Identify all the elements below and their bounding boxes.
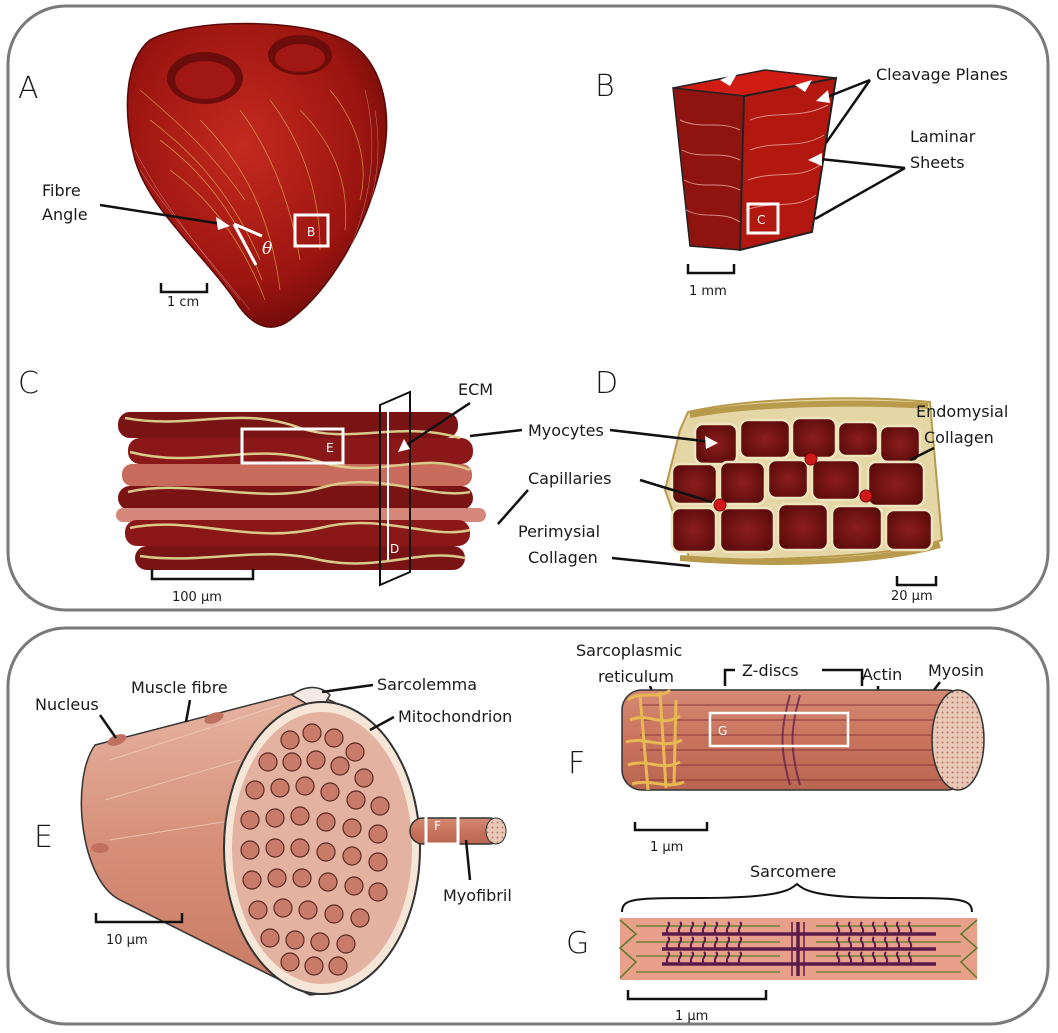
zoom-box-g-label: G <box>718 724 727 738</box>
panel-letter-a: A <box>18 71 39 106</box>
section-plane-d-label: D <box>390 542 399 556</box>
endomysial-label-line1: Endomysial <box>916 402 1008 421</box>
perimysial-arrow <box>612 558 690 566</box>
scale-bar-c <box>152 569 253 579</box>
scale-label-f: 1 μm <box>650 840 683 855</box>
cleavage-planes-label: Cleavage Planes <box>876 65 1008 84</box>
muscle-fibre-label: Muscle fibre <box>131 678 228 697</box>
myocyte-cross-section <box>665 398 942 562</box>
myofibril-illustration <box>622 690 984 790</box>
sarcolemma-label: Sarcolemma <box>377 675 477 694</box>
panel-letter-b: B <box>595 69 615 104</box>
myofibril-arrow <box>466 840 470 880</box>
sarcolemma-arrow <box>322 685 373 692</box>
scale-bar-d <box>897 576 936 585</box>
scale-label-g: 1 μm <box>675 1009 708 1024</box>
capillaries-arrow-c <box>498 490 528 524</box>
sarcoplasmic-reticulum-label-line2: reticulum <box>598 667 674 686</box>
sarcoplasmic-reticulum-label-line1: Sarcoplasmic <box>576 641 682 660</box>
perimysial-label-line2: Collagen <box>528 548 598 567</box>
panel-letter-d: D <box>595 366 618 401</box>
myocytes-label: Myocytes <box>528 421 604 440</box>
scale-bar-a <box>161 283 207 292</box>
capillaries-label: Capillaries <box>528 469 611 488</box>
laminar-sheets-label-line1: Laminar <box>910 127 976 146</box>
theta-symbol: θ <box>262 239 272 259</box>
fibre-angle-label-line2: Angle <box>42 205 88 224</box>
scale-label-e: 10 μm <box>106 933 148 948</box>
scale-label-d: 20 μm <box>891 589 933 604</box>
panel-letter-c: C <box>18 366 39 401</box>
muscle-fibre-arrow <box>186 700 190 722</box>
scale-bar-g <box>628 990 766 999</box>
scale-bar-b <box>688 264 734 273</box>
sarcomere-illustration <box>620 918 977 980</box>
mitochondrion-label: Mitochondrion <box>398 707 512 726</box>
actin-label: Actin <box>862 665 902 684</box>
zoom-box-c-label: C <box>757 213 765 227</box>
sarcomere-brace <box>622 884 972 912</box>
panel-letter-f: F <box>568 746 585 781</box>
panel-letter-g: G <box>566 926 589 961</box>
heart-illustration <box>127 24 386 328</box>
scale-label-b: 1 mm <box>689 284 727 299</box>
scale-label-a: 1 cm <box>167 295 199 310</box>
z-discs-label: Z-discs <box>742 661 799 680</box>
zoom-box-e-label: E <box>326 441 334 455</box>
muscle-fibre-illustration <box>81 688 506 996</box>
zoom-box-f-label: F <box>434 819 441 833</box>
laminar-sheets-label-line2: Sheets <box>910 153 965 172</box>
myosin-label: Myosin <box>928 661 984 680</box>
myofibril-label: Myofibril <box>443 886 512 905</box>
nucleus-label: Nucleus <box>35 695 99 714</box>
myocytes-arrow-c <box>470 430 522 436</box>
perimysial-label-line1: Perimysial <box>518 522 600 541</box>
laminar-sheets-arrows <box>815 159 905 219</box>
sarcomere-label: Sarcomere <box>750 862 836 881</box>
zoom-box-b-label: B <box>307 225 315 239</box>
scale-label-c: 100 μm <box>172 590 222 605</box>
fibre-angle-label-line1: Fibre <box>42 181 81 200</box>
scale-bar-f <box>635 822 707 830</box>
endomysial-label-line2: Collagen <box>924 428 994 447</box>
myocyte-bundle <box>116 412 486 570</box>
panel-letter-e: E <box>34 820 53 855</box>
ecm-label: ECM <box>458 380 493 399</box>
nucleus-arrow <box>100 715 116 738</box>
